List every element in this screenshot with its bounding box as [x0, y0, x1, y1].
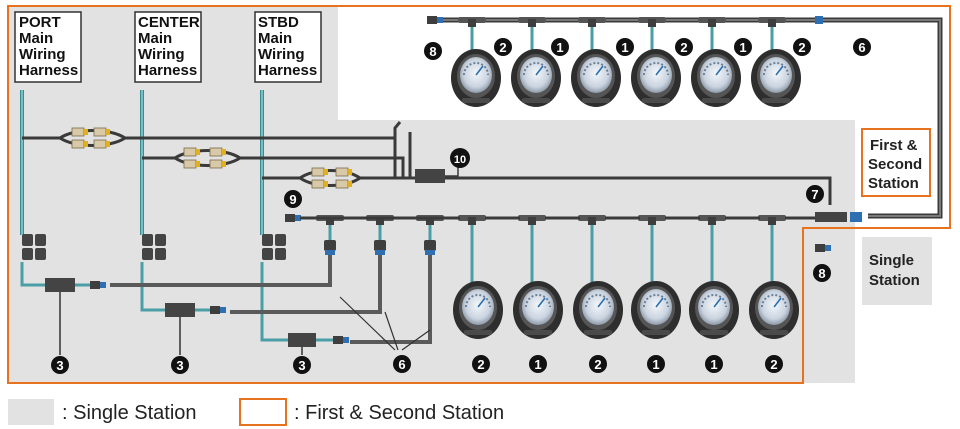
lower-cables: [20, 250, 432, 344]
stbd-harness-label-3: Wiring: [258, 46, 305, 63]
stbd-harness-box: [254, 11, 322, 83]
callout-top-6: 2: [798, 40, 805, 55]
single-station-label-2: Station: [869, 272, 920, 289]
item-10-module: [415, 169, 445, 183]
single-station-label-1: Single: [869, 252, 914, 269]
single-station-label-area: [862, 237, 932, 305]
callout-9: 9: [289, 192, 296, 207]
callout-7: 7: [811, 187, 818, 202]
legend: : Single Station : First & Second Statio…: [8, 398, 504, 426]
callout-6-bottom: 6: [398, 357, 405, 372]
port-harness-label-4: Harness: [19, 62, 78, 79]
callout-6-top: 6: [858, 40, 865, 55]
callout-top-1: 2: [499, 40, 506, 55]
callout-8-top: 8: [429, 44, 436, 59]
callout-10: 10: [454, 154, 466, 166]
first-second-label-1: First &: [870, 137, 918, 154]
callout-bottom-3: 2: [594, 357, 601, 372]
center-harness-box: [134, 11, 202, 83]
center-harness-label-1: CENTER: [138, 14, 200, 31]
center-harness-label-3: Wiring: [138, 46, 185, 63]
first-second-label-3: Station: [868, 175, 919, 192]
callout-bottom-1: 2: [477, 357, 484, 372]
legend-single-swatch: [8, 399, 54, 425]
callout-top-5: 1: [739, 40, 746, 55]
callout-bottom-2: 1: [534, 357, 541, 372]
callout-top-2: 1: [556, 40, 563, 55]
port-harness-label-1: PORT: [19, 14, 61, 31]
port-harness-label-2: Main: [19, 30, 53, 47]
port-harness-box: [14, 11, 82, 83]
port-harness-label-3: Wiring: [19, 46, 66, 63]
legend-first-second-swatch: [239, 398, 287, 426]
callout-3-port: 3: [56, 358, 63, 373]
bottom-gauge-row: [285, 212, 862, 340]
harness-drop-cables: [20, 90, 264, 235]
callout-badges: 8 2 1 1 2 1 2 6 10 9 7 8 3 3 3 6 2 1: [51, 38, 871, 374]
callout-3-stbd: 3: [298, 358, 305, 373]
callout-bottom-5: 1: [710, 357, 717, 372]
legend-first-second-label: : First & Second Station: [294, 402, 504, 424]
callout-bottom-6: 2: [770, 357, 777, 372]
callout-bottom-4: 1: [652, 357, 659, 372]
legend-single-label: : Single Station: [62, 402, 197, 424]
center-harness-label-2: Main: [138, 30, 172, 47]
callout-3-center: 3: [176, 358, 183, 373]
stbd-harness-label-1: STBD: [258, 14, 299, 31]
first-second-station-border: [7, 5, 951, 384]
callout-top-3: 1: [621, 40, 628, 55]
callout-8-bottom: 8: [818, 266, 825, 281]
center-harness-label-4: Harness: [138, 62, 197, 79]
stbd-harness-label-2: Main: [258, 30, 292, 47]
callout-top-4: 2: [680, 40, 687, 55]
top-gauge-row: [427, 16, 823, 108]
first-second-station-label-box: [861, 128, 931, 197]
stbd-harness-label-4: Harness: [258, 62, 317, 79]
first-second-label-2: Second: [868, 156, 922, 173]
